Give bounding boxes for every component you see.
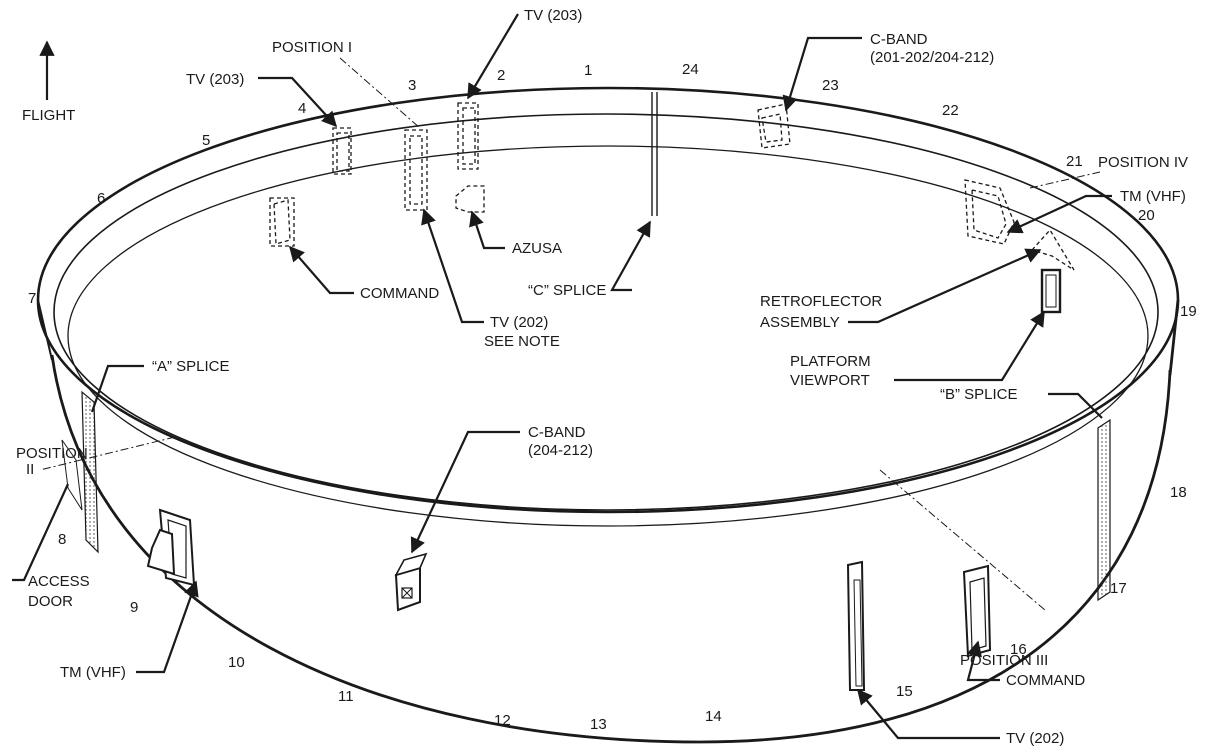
- c-band-mid-antenna: [394, 552, 428, 612]
- inner-lower-rim: [67, 145, 1149, 527]
- command-lower-label: COMMAND: [1006, 672, 1085, 689]
- position-3-label: POSITION III: [960, 652, 1048, 669]
- b-splice-strip: [1097, 418, 1111, 602]
- c-splice-strip: [651, 92, 658, 216]
- c-band-top-antenna: [757, 103, 791, 149]
- azusa-antenna: [455, 185, 485, 213]
- access-door-label-line2: DOOR: [28, 593, 73, 610]
- station-number: 16: [1010, 641, 1027, 658]
- station-number: 21: [1066, 153, 1083, 170]
- tv-203-top-label: TV (203): [524, 7, 582, 24]
- station-number: 3: [408, 77, 416, 94]
- ring-body: [36, 86, 1180, 744]
- command-upper-label: COMMAND: [360, 285, 439, 302]
- azusa-label: AZUSA: [512, 240, 562, 257]
- position-1-label: POSITION I: [272, 39, 352, 56]
- station-number: 7: [28, 290, 36, 307]
- command-upper-antenna: [269, 197, 295, 247]
- leader-lines: [12, 13, 1112, 740]
- c-band-top-label-line1: C-BAND: [870, 31, 928, 48]
- platform-viewport-label-line2: VIEWPORT: [790, 372, 870, 389]
- retroflector-assembly: [1030, 228, 1075, 271]
- station-number: 2: [497, 67, 505, 84]
- tm-vhf-right-antenna: [964, 179, 1015, 245]
- station-number: 14: [705, 708, 722, 725]
- station-number: 1: [584, 62, 592, 79]
- tm-vhf-left-label: TM (VHF): [60, 664, 126, 681]
- b-splice-label: “B” SPLICE: [940, 386, 1018, 403]
- tv-203-top-antenna: [457, 102, 479, 170]
- position-2-label-line1: POSITION: [16, 445, 88, 462]
- tv-202-lower-antenna: [846, 560, 866, 691]
- station-number: 20: [1138, 207, 1155, 224]
- tv-203-left-antenna: [332, 127, 352, 175]
- station-number: 17: [1110, 580, 1127, 597]
- tv-202-upper-antenna: [404, 129, 428, 211]
- station-number: 8: [58, 531, 66, 548]
- station-number: 10: [228, 654, 245, 671]
- tv-202-lower-label: TV (202): [1006, 730, 1064, 747]
- retroflector-label-line1: RETROFLECTOR: [760, 293, 882, 310]
- station-number: 19: [1180, 303, 1197, 320]
- position-4-label: POSITION IV: [1098, 154, 1188, 171]
- station-number: 5: [202, 132, 210, 149]
- a-splice-label: “A” SPLICE: [152, 358, 230, 375]
- c-splice-label: “C” SPLICE: [528, 282, 606, 299]
- command-lower-antenna: [962, 564, 992, 658]
- c-band-top-label-line2: (201-202/204-212): [870, 49, 994, 66]
- position-guides: [39, 57, 1101, 611]
- right-edge: [1168, 299, 1180, 376]
- tv-202-upper-label-line2: SEE NOTE: [484, 333, 560, 350]
- access-door-label-line1: ACCESS: [28, 573, 90, 590]
- station-number: 12: [494, 712, 511, 729]
- tv-202-upper-label-line1: TV (202): [490, 314, 548, 331]
- station-number: 6: [97, 190, 105, 207]
- position-2-label-line2: II: [26, 461, 34, 478]
- station-number: 13: [590, 716, 607, 733]
- station-number: 18: [1170, 484, 1187, 501]
- station-number: 23: [822, 77, 839, 94]
- left-edge: [37, 299, 53, 361]
- station-number: 24: [682, 61, 699, 78]
- station-number: 11: [338, 688, 354, 705]
- access-door-panel: [61, 439, 83, 511]
- station-number: 9: [130, 599, 138, 616]
- tm-vhf-right-label: TM (VHF): [1120, 188, 1186, 205]
- ring-band-face: [38, 295, 1178, 742]
- c-band-mid-label-line1: C-BAND: [528, 424, 586, 441]
- platform-viewport: [1040, 268, 1062, 314]
- station-number: 15: [896, 683, 913, 700]
- inner-top-rim: [53, 113, 1159, 511]
- retroflector-label-line2: ASSEMBLY: [760, 314, 840, 331]
- flight-label: FLIGHT: [22, 107, 75, 124]
- station-number: 22: [942, 102, 959, 119]
- a-splice-strip: [81, 390, 99, 554]
- station-numbers: 1 2 3 4 5 6 7 8 9 10 11 12 13 14 15 16 1…: [28, 61, 1197, 733]
- c-band-mid-label-line2: (204-212): [528, 442, 593, 459]
- tv-203-left-label: TV (203): [186, 71, 244, 88]
- platform-viewport-label-line1: PLATFORM: [790, 353, 871, 370]
- station-number: 4: [298, 100, 306, 117]
